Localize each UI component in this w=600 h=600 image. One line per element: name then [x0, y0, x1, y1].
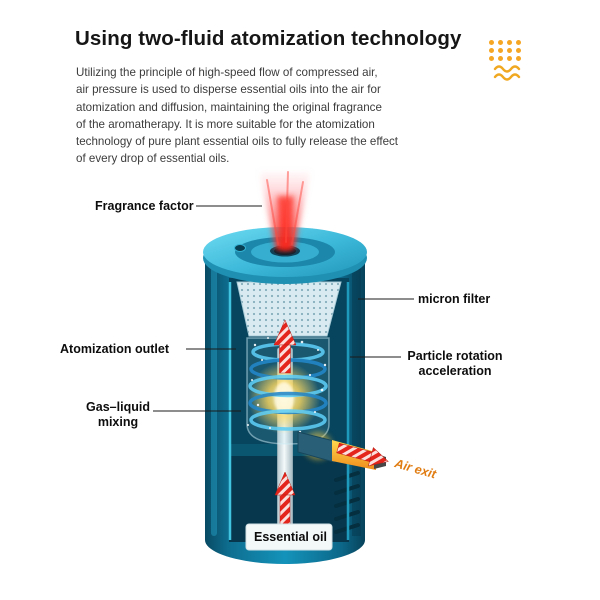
micron-filter-label: micron filter	[418, 292, 491, 306]
atomization-arrow	[273, 319, 297, 374]
dot	[507, 48, 512, 53]
gas-liquid-mixing-label: Gas–liquid mixing	[84, 400, 152, 429]
description-line: of every drop of essential oils.	[76, 152, 230, 166]
air-exit-arrow	[336, 442, 389, 467]
cutaway-interior	[228, 278, 360, 545]
particle-rotation-line1: Particle rotation	[407, 349, 503, 363]
atomization-outlet-label: Atomization outlet	[60, 342, 170, 356]
dots-pattern-decoration	[489, 40, 521, 61]
dot	[498, 56, 503, 61]
essential-oil-panel	[245, 523, 333, 551]
gas-liquid-line1: Gas–liquid	[86, 400, 150, 414]
leader-lines	[153, 205, 414, 412]
description-line: Utilizing the principle of high-speed fl…	[76, 66, 378, 79]
waves-icon	[493, 65, 521, 81]
particle-rotation-line2: acceleration	[418, 363, 492, 378]
essential-oil-label: Essential oil	[254, 530, 327, 544]
dot	[498, 48, 503, 53]
dot	[498, 40, 503, 45]
description-line: of the aromatherapy. It is more suitable…	[76, 117, 375, 131]
dot	[507, 40, 512, 45]
gas-liquid-line2: mixing	[97, 414, 139, 429]
essential-oil-arrow	[274, 471, 296, 532]
description-line: air pressure is used to disperse essenti…	[76, 83, 381, 97]
particle-rotation-label: Particle rotation acceleration	[402, 349, 508, 378]
fragrance-factor-label: Fragrance factor	[95, 199, 194, 213]
mist-sparkles	[247, 337, 327, 434]
dot	[516, 56, 521, 61]
dot	[489, 48, 494, 53]
dot	[489, 56, 494, 61]
description: Utilizing the principle of high-speed fl…	[76, 64, 398, 168]
dot	[489, 40, 494, 45]
micron-filter-mesh	[236, 281, 342, 337]
description-line: technology of pure plant essential oils …	[76, 135, 399, 149]
page-title: Using two-fluid atomization technology	[75, 27, 462, 50]
dot	[516, 48, 521, 53]
top-cap	[203, 227, 367, 284]
dot	[507, 56, 512, 61]
cap-vent-hole	[234, 244, 246, 252]
description-line: atomization and diffusion, maintaining t…	[76, 100, 382, 114]
spray-mist	[260, 171, 310, 250]
dot	[516, 40, 521, 45]
